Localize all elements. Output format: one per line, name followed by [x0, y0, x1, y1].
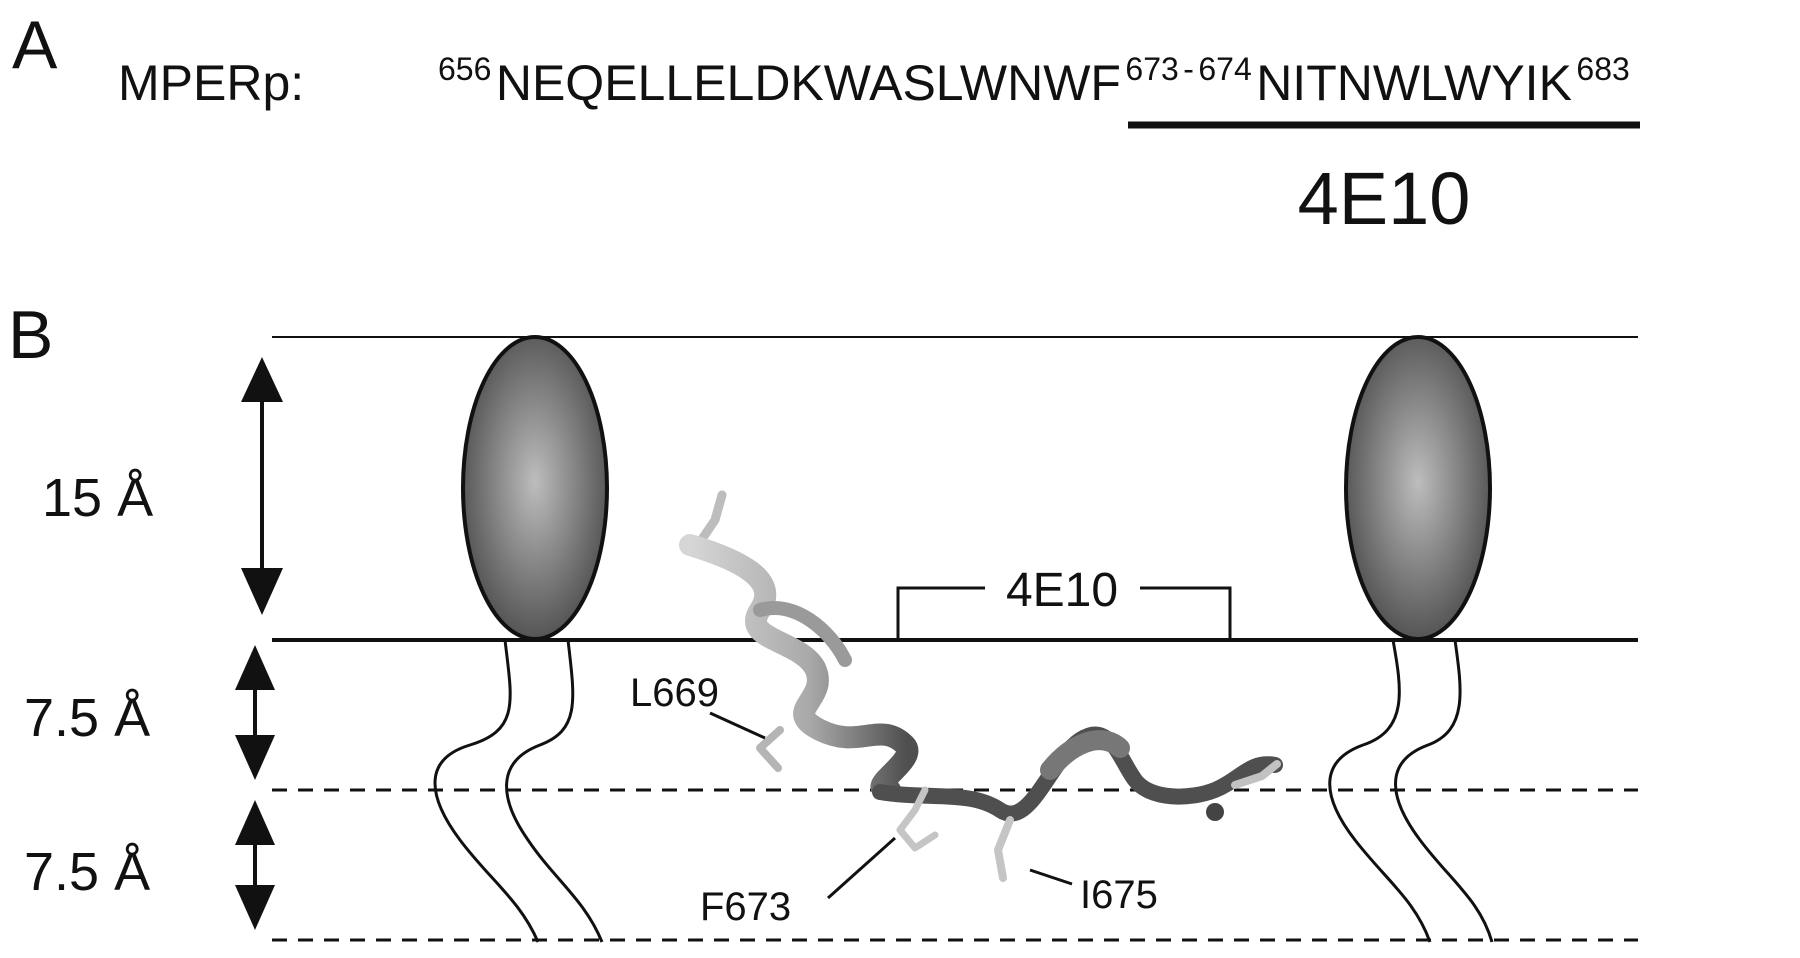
lipid-tails-left [433, 639, 604, 943]
panel-b-label: B [8, 297, 53, 373]
sequence-end-number: 683 [1576, 51, 1629, 87]
distance-label-15: 15 Å [42, 468, 153, 528]
sequence-segment-2: NITNWLWYIK [1256, 55, 1572, 111]
distance-label-7-5-upper: 7.5 Å [24, 688, 150, 748]
distance-arrow-7-5-lower [235, 800, 275, 930]
mper-peptide-ribbon [679, 490, 1283, 882]
residue-leader-l669 [709, 711, 766, 740]
lipid-headgroup-right [1344, 335, 1492, 641]
sequence-number-674: 674 [1198, 51, 1251, 87]
distance-arrow-15 [241, 357, 283, 615]
residue-leader-i675 [1029, 868, 1073, 886]
epitope-bracket [896, 586, 1232, 640]
residue-label-i675: I675 [1080, 873, 1158, 917]
epitope-bracket-label: 4E10 [1006, 564, 1118, 617]
mper-peptide-label: MPERp: [118, 55, 304, 111]
panel-a-label: A [12, 7, 58, 83]
lipid-tails-right [1328, 639, 1494, 943]
lipid-headgroup-left [461, 335, 609, 641]
mper-sequence: 656 NEQELLELDKWASLWNWF 673 - 674 NITNWLW… [438, 51, 1630, 111]
distance-arrow-7-5-upper [235, 645, 275, 780]
sequence-number-673: 673 [1125, 51, 1178, 87]
sequence-start-number: 656 [438, 51, 491, 87]
sequence-segment-1: NEQELLELDKWASLWNWF [496, 55, 1121, 111]
residue-leader-f673 [826, 836, 897, 900]
residue-label-f673: F673 [700, 885, 791, 929]
epitope-label-4e10: 4E10 [1298, 157, 1471, 240]
sequence-dash: - [1183, 51, 1194, 87]
residue-label-l669: L669 [630, 671, 719, 715]
distance-label-7-5-lower: 7.5 Å [24, 842, 150, 902]
